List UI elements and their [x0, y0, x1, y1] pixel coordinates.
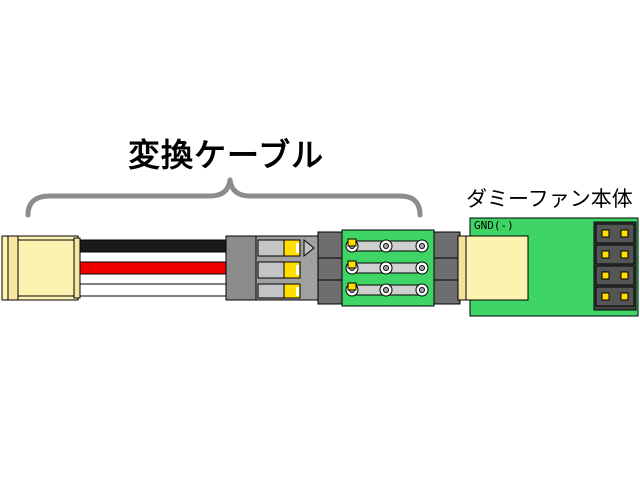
wires [77, 239, 229, 297]
cable-label: 変換ケーブル [128, 136, 325, 174]
wire-black [77, 239, 229, 253]
conversion-board [341, 229, 435, 307]
wire-red [77, 261, 229, 275]
gnd-label: GND(-) [474, 219, 514, 232]
fan-connector [457, 235, 529, 301]
fan-label: ダミーファン本体 [466, 187, 633, 211]
wire-white [77, 283, 229, 297]
socket-right [433, 231, 461, 305]
board-gold-pins [347, 238, 357, 291]
left-connector [1, 235, 81, 301]
cable-brace [25, 177, 423, 218]
fan-pin-header [593, 221, 637, 311]
socket-left [317, 231, 345, 305]
gray-connector-housing [225, 235, 319, 301]
